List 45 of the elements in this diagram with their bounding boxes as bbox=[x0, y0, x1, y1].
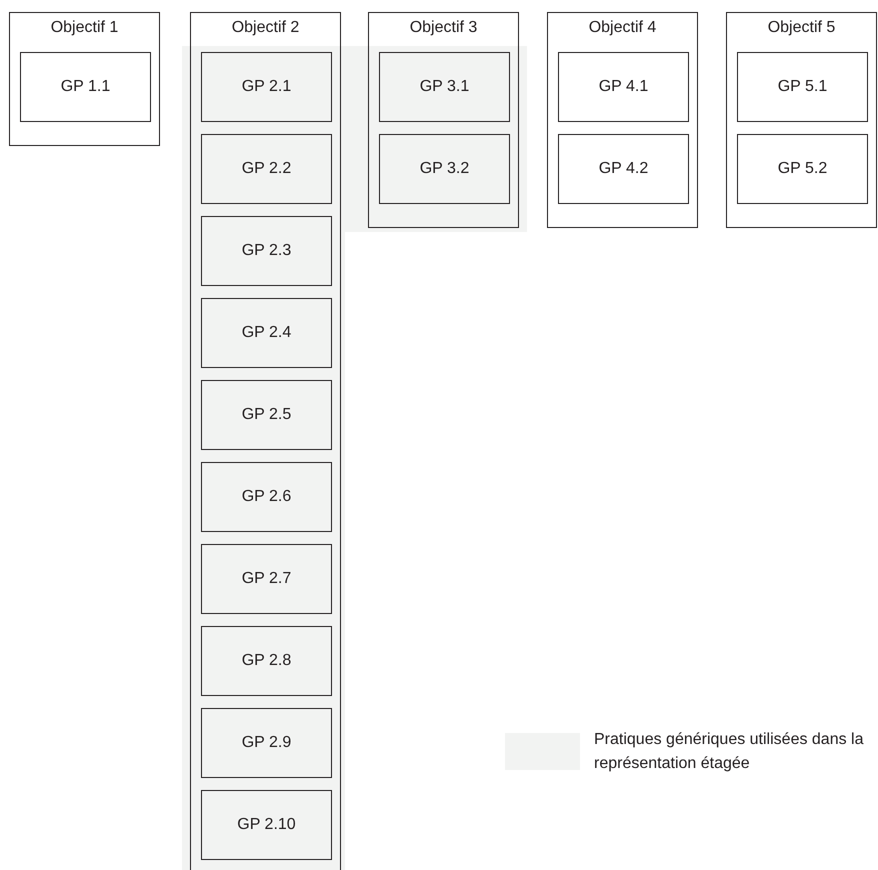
column-heading: Objectif 1 bbox=[50, 19, 118, 36]
column-heading: Objectif 4 bbox=[588, 19, 656, 36]
practice-label: GP 4.2 bbox=[598, 159, 648, 179]
practice-label: GP 2.5 bbox=[242, 405, 292, 425]
practice-label: GP 2.7 bbox=[242, 569, 292, 589]
practice-box bbox=[201, 626, 332, 696]
practice-box bbox=[201, 380, 332, 450]
practice-box bbox=[201, 708, 332, 778]
practice-label: GP 4.1 bbox=[598, 77, 648, 97]
practice-label: GP 2.6 bbox=[242, 487, 292, 507]
objective-column bbox=[547, 12, 698, 228]
objective-column bbox=[190, 12, 341, 870]
practice-box bbox=[737, 134, 868, 204]
objective-column bbox=[726, 12, 877, 228]
practice-box bbox=[379, 134, 510, 204]
practice-box bbox=[201, 298, 332, 368]
practice-box bbox=[558, 52, 689, 122]
practice-box bbox=[201, 790, 332, 860]
practice-box bbox=[379, 52, 510, 122]
practice-label: GP 2.2 bbox=[242, 159, 292, 179]
practice-label: GP 1.1 bbox=[60, 77, 110, 97]
column-heading: Objectif 2 bbox=[232, 19, 300, 36]
practice-label: GP 2.10 bbox=[237, 815, 296, 835]
objective-column bbox=[9, 12, 160, 146]
practice-label: GP 2.4 bbox=[242, 323, 292, 343]
practice-box bbox=[201, 544, 332, 614]
column-heading: Objectif 5 bbox=[768, 19, 836, 36]
practice-label: GP 3.2 bbox=[420, 159, 470, 179]
practice-box bbox=[201, 134, 332, 204]
practice-box bbox=[201, 462, 332, 532]
practice-label: GP 2.1 bbox=[242, 77, 292, 97]
practice-box bbox=[201, 216, 332, 286]
practice-label: GP 2.9 bbox=[242, 733, 292, 753]
practice-label: GP 2.8 bbox=[242, 651, 292, 671]
column-heading: Objectif 3 bbox=[410, 19, 478, 36]
practice-label: GP 5.1 bbox=[778, 77, 828, 97]
practice-label: GP 2.3 bbox=[242, 241, 292, 261]
practice-box bbox=[20, 52, 151, 122]
objective-column bbox=[368, 12, 519, 228]
practice-box bbox=[737, 52, 868, 122]
practice-box bbox=[201, 52, 332, 122]
practice-box bbox=[558, 134, 689, 204]
practice-label: GP 5.2 bbox=[778, 159, 828, 179]
practice-label: GP 3.1 bbox=[420, 77, 470, 97]
legend-text: Pratiques génériques utilisées dans la représentation étagée bbox=[594, 730, 864, 774]
